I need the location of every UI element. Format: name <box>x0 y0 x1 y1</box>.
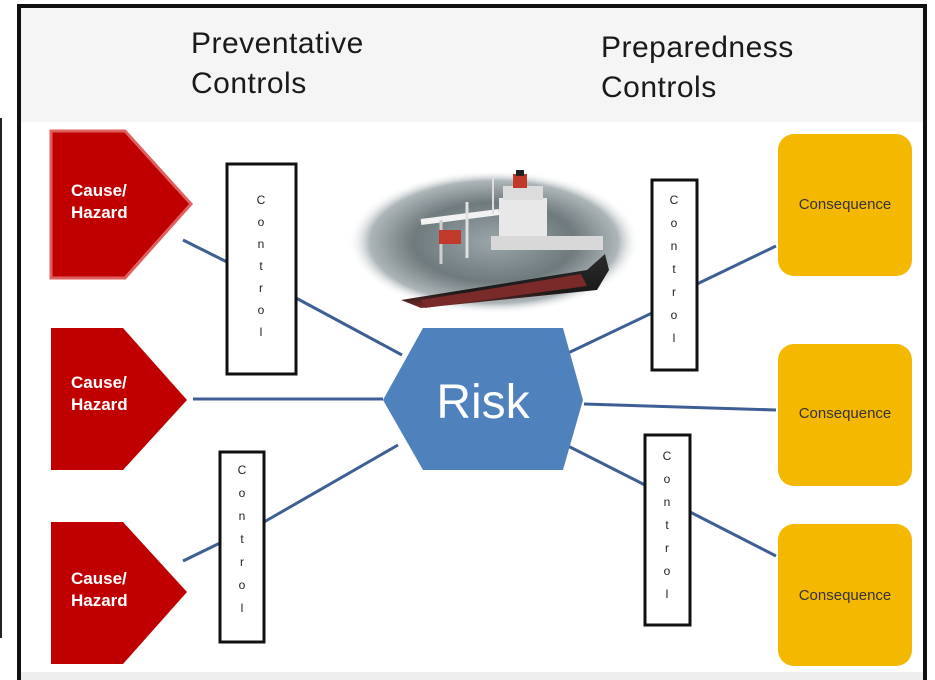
control-letter: C <box>670 193 679 207</box>
svg-text:Cause/: Cause/ <box>71 373 127 392</box>
control-letter: o <box>664 472 671 486</box>
connector-cause1-control <box>182 238 228 264</box>
left-edge-bar <box>0 118 2 638</box>
preparedness-heading-line1: Preparedness <box>601 31 794 64</box>
control-letter: o <box>239 486 246 500</box>
connector-control2-risk <box>263 443 399 524</box>
preventative-heading-line2: Controls <box>191 67 307 100</box>
control-letter: C <box>663 449 672 463</box>
control-letter: t <box>240 532 244 546</box>
control-label-3: Control <box>670 193 679 345</box>
control-letter: l <box>241 601 244 615</box>
connector-risk-control3 <box>565 311 653 356</box>
preventative-controls-heading: Preventative Controls <box>191 24 364 104</box>
control-letter: o <box>671 308 678 322</box>
control-letter: t <box>665 518 669 532</box>
control-box-1: Control <box>225 162 298 376</box>
consequence-1: Consequence <box>778 134 912 276</box>
cause2-line2: Hazard <box>71 395 128 414</box>
svg-text:Consequence: Consequence <box>799 587 892 604</box>
header-band <box>21 8 923 122</box>
control-letter: r <box>665 541 669 555</box>
risk-label: Risk <box>436 376 530 429</box>
consequence3-label: Consequence <box>799 587 892 604</box>
cause-hazard-2: Cause/ Hazard <box>51 328 187 470</box>
control-letter: l <box>260 325 263 339</box>
svg-text:Cause/: Cause/ <box>71 181 127 200</box>
connector-cause3-control <box>182 541 221 563</box>
cause1-line2: Hazard <box>71 203 128 222</box>
connector-lines <box>182 238 777 563</box>
svg-text:Hazard: Hazard <box>71 203 128 222</box>
control-letter: o <box>239 578 246 592</box>
control-letter: r <box>259 281 263 295</box>
cause3-line2: Hazard <box>71 591 128 610</box>
bowtie-diagram: Cause/ Hazard Cause/ Hazard Cause/ Hazar… <box>49 129 912 666</box>
consequence-3: Consequence <box>778 524 912 666</box>
control-letter: r <box>240 555 244 569</box>
risk-hexagon: Risk <box>383 328 583 470</box>
control-letter: n <box>664 495 671 509</box>
control-box-3: Control <box>650 178 699 372</box>
control-letter: l <box>673 331 676 345</box>
bowtie-diagram-frame: Preventative Controls Preparedness Contr… <box>17 4 927 680</box>
control-letter: C <box>238 463 247 477</box>
footer-band <box>21 672 923 680</box>
consequence2-label: Consequence <box>799 405 892 422</box>
connector-control4-consequence3 <box>689 510 777 558</box>
control-box-4: Control <box>643 433 692 627</box>
preparedness-heading-line2: Controls <box>601 71 717 104</box>
control-label-2: Control <box>238 463 247 615</box>
control-letter: r <box>672 285 676 299</box>
cause-hazard-3: Cause/ Hazard <box>51 522 187 664</box>
svg-text:Hazard: Hazard <box>71 395 128 414</box>
control-letter: n <box>239 509 246 523</box>
ship-image <box>348 170 640 314</box>
connector-control1-risk <box>295 296 403 357</box>
control-box-2: Control <box>218 450 266 644</box>
connector-control3-consequence1 <box>696 244 777 286</box>
svg-text:Cause/: Cause/ <box>71 569 127 588</box>
svg-text:Consequence: Consequence <box>799 196 892 213</box>
cause3-line1: Cause/ <box>71 569 127 588</box>
consequence-2: Consequence <box>778 344 912 486</box>
preparedness-controls-heading: Preparedness Controls <box>601 28 794 108</box>
connector-risk-consequence2 <box>583 402 777 412</box>
control-letter: o <box>258 215 265 229</box>
control-letter: t <box>672 262 676 276</box>
svg-text:Consequence: Consequence <box>799 405 892 422</box>
control-letter: o <box>258 303 265 317</box>
cause1-line1: Cause/ <box>71 181 127 200</box>
control-letter: o <box>671 216 678 230</box>
control-letter: n <box>258 237 265 251</box>
connector-risk-control4 <box>565 443 646 487</box>
control-letter: l <box>666 587 669 601</box>
control-letter: C <box>257 193 266 207</box>
control-letter: n <box>671 239 678 253</box>
control-label-1: Control <box>257 193 266 339</box>
consequence1-label: Consequence <box>799 196 892 213</box>
svg-text:Risk: Risk <box>436 376 530 429</box>
preventative-heading-line1: Preventative <box>191 27 364 60</box>
control-letter: o <box>664 564 671 578</box>
control-letter: t <box>259 259 263 273</box>
control-label-4: Control <box>663 449 672 601</box>
svg-text:Hazard: Hazard <box>71 591 128 610</box>
cause2-line1: Cause/ <box>71 373 127 392</box>
cause-hazard-1: Cause/ Hazard <box>49 129 194 280</box>
